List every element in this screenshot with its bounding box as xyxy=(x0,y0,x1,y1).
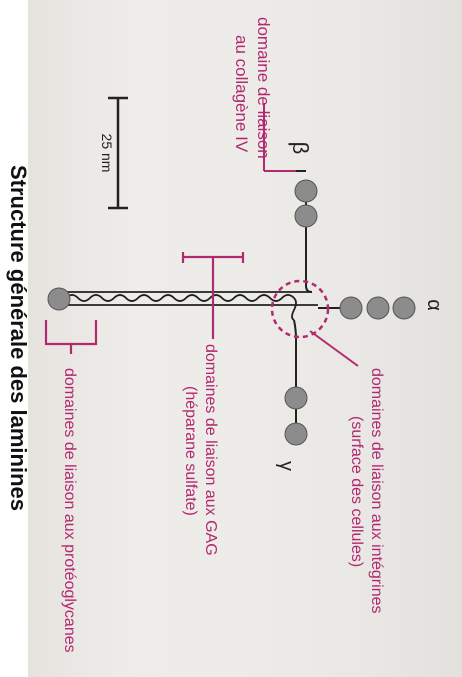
scale-bar-label: 25 nm xyxy=(99,134,115,173)
long-arm xyxy=(65,291,318,321)
globular-domain-g xyxy=(47,287,71,311)
collagen-iv-label: domaine de liaison xyxy=(254,17,273,159)
gamma-label: γ xyxy=(275,461,297,471)
gamma-domain-1 xyxy=(284,386,308,410)
gag-binding-bracket xyxy=(181,252,245,339)
alpha-domain-2 xyxy=(366,296,390,320)
scale-bar xyxy=(108,96,128,210)
alpha-label: α xyxy=(423,299,445,311)
proteoglycan-label: domaines de liaison aux protéoglycanes xyxy=(61,368,78,653)
integrin-binding-site xyxy=(270,279,330,339)
integrin-label: domaines de liaison aux intégrines xyxy=(368,368,385,613)
gamma-domain-2 xyxy=(284,422,308,446)
beta-label: β xyxy=(288,142,313,155)
figure-caption: Structure générale des laminines xyxy=(6,164,31,512)
alpha-domain-3 xyxy=(392,296,416,320)
laminin-diagram: 25 nm β α γ xyxy=(44,17,445,653)
alpha-domain-1 xyxy=(339,296,363,320)
proteoglycan-binding-bracket xyxy=(44,320,98,354)
beta-domain-outer xyxy=(294,179,318,203)
integrin-label-2: (surface des cellules) xyxy=(348,416,365,567)
collagen-iv-label-2: au collagène IV xyxy=(232,35,251,153)
gag-label: domaines de liaison aux GAG xyxy=(202,344,219,556)
integrin-connector xyxy=(309,330,359,367)
photo-background xyxy=(28,0,462,677)
beta-domain-inner xyxy=(294,204,318,228)
gag-label-2: (héparane sulfate) xyxy=(182,386,199,516)
